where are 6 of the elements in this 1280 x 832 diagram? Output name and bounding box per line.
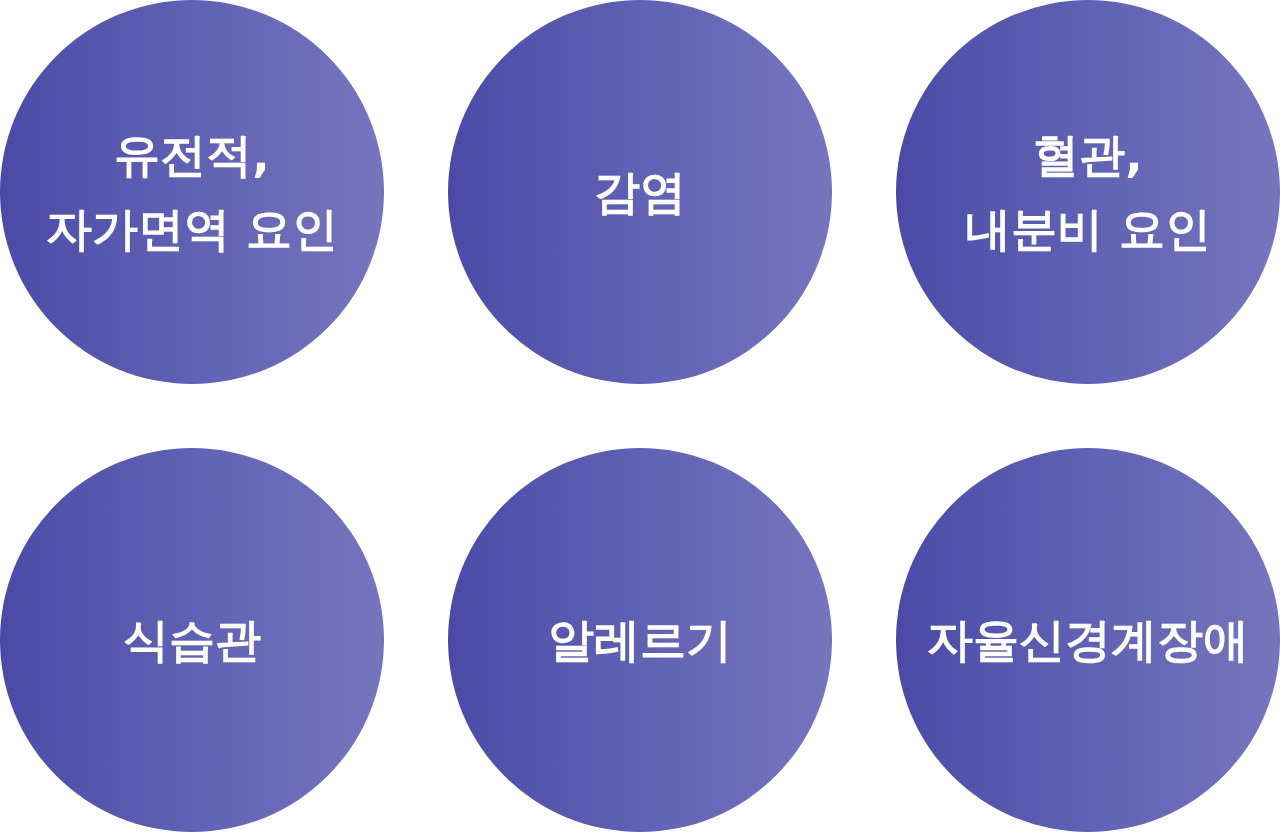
circle-label: 감염 <box>594 164 686 221</box>
circle-label: 자율신경계장애 <box>927 612 1249 669</box>
circle-label: 유전적, 자가면역 요인 <box>45 127 339 258</box>
circle-label: 혈관, 내분비 요인 <box>964 127 1212 258</box>
circle-label: 식습관 <box>123 612 261 669</box>
circle-label: 알레르기 <box>548 612 732 669</box>
